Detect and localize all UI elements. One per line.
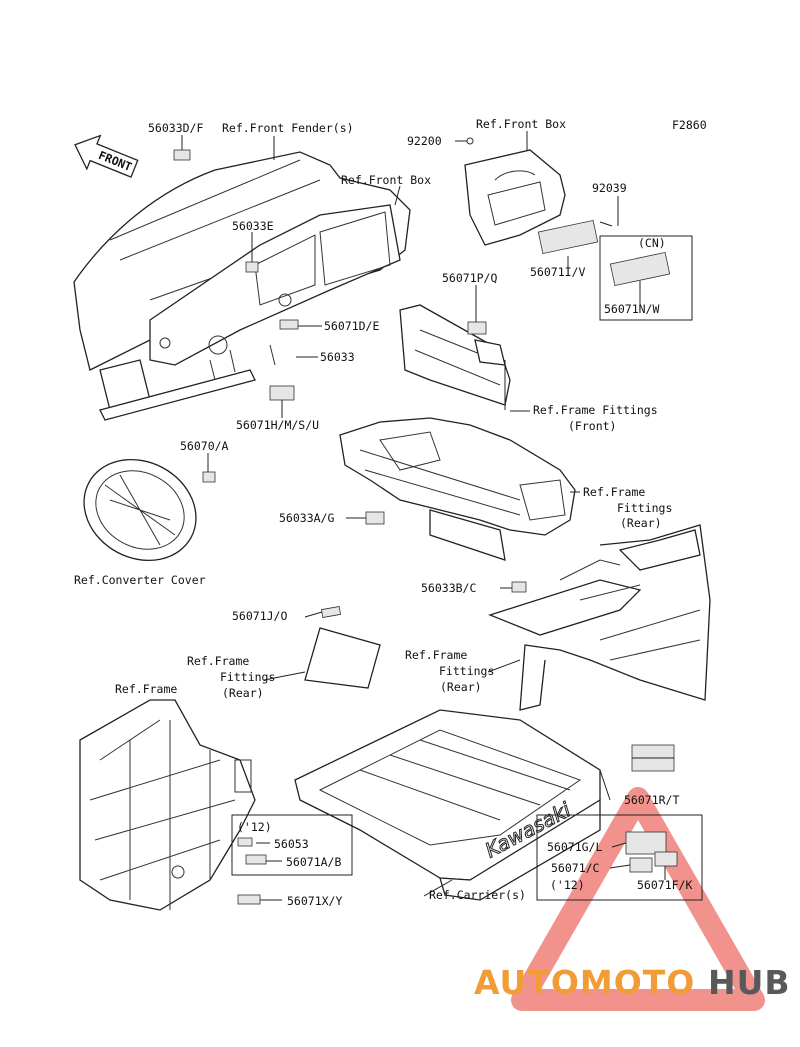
callout-ref-front-box-2: Ref.Front Box — [341, 173, 431, 187]
front-box — [464, 137, 566, 246]
callout-ref-frame-rear-b-1: Ref.Frame — [187, 654, 249, 668]
callout-56071iv: 56071I/V — [530, 265, 585, 279]
decal-box — [536, 814, 703, 901]
callout-56071xy: 56071X/Y — [287, 894, 342, 908]
callout-56071de: 56071D/E — [324, 319, 379, 333]
converter-cover — [83, 458, 197, 562]
rear-panel — [304, 627, 381, 689]
callout-ref-front-box-1: Ref.Front Box — [476, 117, 566, 131]
cn-box — [599, 235, 693, 321]
callout-56071nw: 56071N/W — [604, 302, 659, 316]
label-56071xy — [237, 894, 261, 905]
callout-ref-frame-rear-c-1: Ref.Frame — [405, 648, 467, 662]
callout-56071jo: 56071J/O — [232, 609, 287, 623]
label-56071gl — [625, 831, 667, 855]
front-fender-dash — [73, 151, 411, 421]
frame-fittings-rear-right — [488, 524, 711, 711]
callout-56071hmsu: 56071H/M/S/U — [236, 418, 319, 432]
watermark-text-secondary: HUB — [708, 963, 791, 1002]
callout-56033: 56033 — [320, 350, 355, 364]
callout-ref-frame-rear-a-1: Ref.Frame — [583, 485, 645, 499]
label-56033df — [173, 149, 191, 161]
carrier: Kawasaki — [294, 709, 601, 901]
watermark-text-primary: AUTOMOTO — [474, 963, 695, 1002]
label-56071fk — [654, 851, 678, 867]
watermark-triangle-icon — [511, 787, 765, 1011]
label-56070a — [202, 471, 216, 483]
callout-ref-frame-rear-c-2: Fittings — [439, 664, 494, 678]
frame-fittings-front — [399, 304, 511, 410]
label-56071c — [629, 857, 653, 873]
callout-56071c: 56071/C — [551, 861, 600, 875]
label-56071de — [279, 319, 299, 330]
callout-ref-frame-rear-b-3: (Rear) — [222, 686, 264, 700]
callout-ref-front-fender: Ref.Front Fender(s) — [222, 121, 354, 135]
label-56071jo — [320, 606, 342, 618]
watermark-logo: AUTOMOTO HUB — [474, 963, 791, 1002]
callout-56071gl: 56071G/L — [547, 840, 602, 854]
diagram-code: F2860 — [672, 118, 707, 132]
callout-56071pq: 56071P/Q — [442, 271, 497, 285]
label-56071iv — [537, 219, 599, 255]
label-56071pq — [467, 321, 487, 335]
callout-ref-frame-rear-a-2: Fittings — [617, 501, 672, 515]
callout-56033e: 56033E — [232, 219, 274, 233]
label-56071ab — [245, 854, 267, 865]
callout-56071fk: 56071F/K — [637, 878, 692, 892]
callout-56033ag: 56033A/G — [279, 511, 334, 525]
callout-92200: 92200 — [407, 134, 442, 148]
label-56033bc — [511, 581, 527, 593]
callout-ref-frame-rear-c-3: (Rear) — [440, 680, 482, 694]
callout-ref-frame-fittings-front-2: (Front) — [568, 419, 616, 433]
callout-56053: 56053 — [274, 837, 309, 851]
callout-ref-frame-rear-b-2: Fittings — [220, 670, 275, 684]
callout-56071ab: 56071A/B — [286, 855, 341, 869]
callout-12-a: ('12) — [237, 820, 272, 834]
callout-92039: 92039 — [592, 181, 627, 195]
callout-ref-frame: Ref.Frame — [115, 682, 177, 696]
frame — [79, 699, 256, 911]
callout-12-b: ('12) — [550, 878, 585, 892]
seat-base — [339, 417, 576, 561]
callout-ref-carrier: Ref.Carrier(s) — [429, 888, 526, 902]
callout-56070a: 56070/A — [180, 439, 229, 453]
callout-56033df: 56033D/F — [148, 121, 203, 135]
label-56053 — [237, 837, 253, 847]
label-56033e — [245, 261, 259, 273]
callout-cn: (CN) — [638, 236, 666, 250]
front-arrow-icon: FRONT — [74, 134, 139, 178]
label-56071nw — [609, 251, 671, 287]
leader-lines — [181, 131, 666, 901]
year12-box — [231, 814, 353, 876]
callout-labels: F2860 56033D/F Ref.Front Fender(s) Ref.F… — [74, 117, 707, 908]
callout-56071rt: 56071R/T — [624, 793, 679, 807]
label-56071hmsu — [269, 385, 295, 401]
callout-ref-converter-cover: Ref.Converter Cover — [74, 573, 206, 587]
label-56033ag — [365, 511, 385, 525]
callout-ref-frame-rear-a-3: (Rear) — [620, 516, 662, 530]
callout-ref-frame-fittings-front-1: Ref.Frame Fittings — [533, 403, 658, 417]
callout-56033bc: 56033B/C — [421, 581, 476, 595]
